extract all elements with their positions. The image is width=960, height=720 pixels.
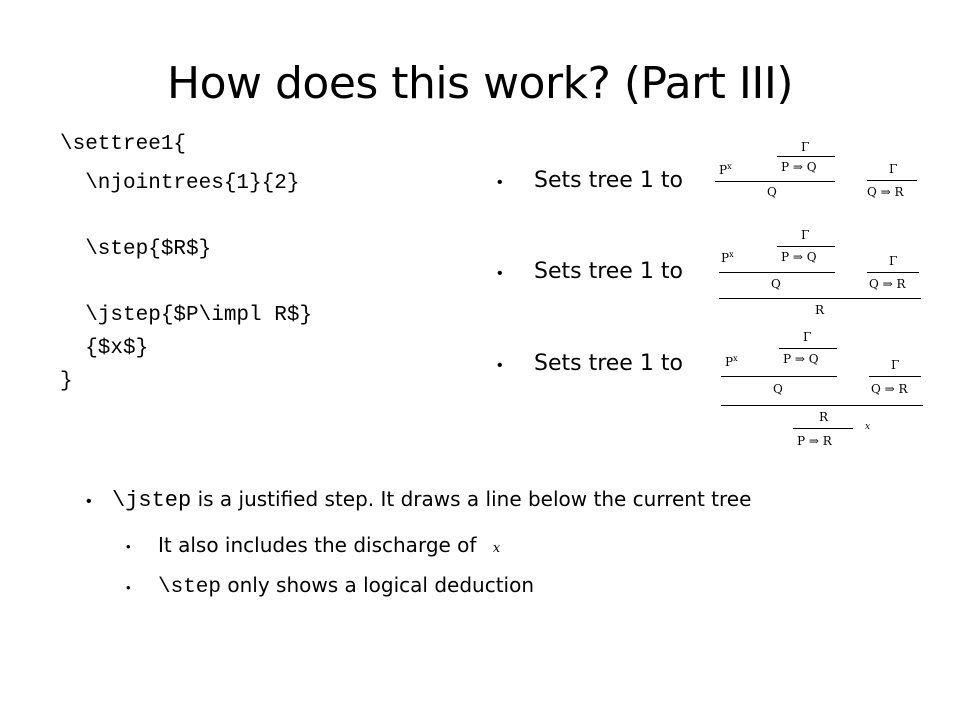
formula: Q: [771, 277, 781, 291]
assumption-p: Px: [725, 354, 738, 369]
proof-tree-2: Γ P ⇒ Q Px Q Γ Q ⇒ R R: [715, 228, 945, 323]
formula: P ⇒ R: [797, 434, 832, 448]
proof-tree-3: Γ P ⇒ Q Px Q Γ Q ⇒ R R P ⇒ R x: [715, 330, 945, 460]
code-block: \settree1{ \njointrees{1}{2} \step{$R$} …: [60, 132, 312, 402]
formula: Q ⇒ R: [871, 382, 908, 396]
formula: Q ⇒ R: [867, 185, 904, 199]
discharge-label: x: [865, 422, 871, 432]
gamma-symbol: Γ: [801, 228, 810, 242]
discharge-bullet: It also includes the discharge of x: [158, 533, 500, 557]
step-bullet: \step only shows a logical deduction: [158, 573, 534, 599]
sets-tree-bullet: Sets tree 1 to: [534, 168, 683, 193]
formula: P ⇒ Q: [781, 160, 817, 174]
bullet-text: It also includes the discharge of: [158, 533, 477, 557]
proof-tree-1: Γ P ⇒ Q Px Q Γ Q ⇒ R: [715, 140, 945, 210]
bullet-text: only shows a logical deduction: [221, 573, 535, 597]
code-line: }: [60, 370, 73, 393]
formula: P ⇒ Q: [781, 250, 817, 264]
bullet-dot: •: [497, 357, 503, 374]
code-line: [60, 276, 312, 303]
gamma-symbol: Γ: [889, 254, 898, 268]
formula: Q: [773, 382, 783, 396]
code-line: \settree1{: [60, 133, 187, 156]
sets-tree-bullet: Sets tree 1 to: [534, 259, 683, 284]
bullet-dot: •: [126, 580, 131, 595]
code-line: \jstep{$P\impl R$}: [60, 304, 313, 327]
code-line: \step{$R$}: [60, 238, 212, 261]
bullet-dot: •: [497, 174, 503, 191]
code-token: \jstep: [112, 488, 192, 513]
discharge-symbol: x: [492, 541, 501, 556]
code-line: \njointrees{1}{2}: [60, 172, 300, 195]
gamma-symbol: Γ: [803, 330, 812, 344]
bullet-dot: •: [126, 539, 131, 554]
formula: R: [815, 303, 825, 317]
formula: P ⇒ Q: [783, 352, 819, 366]
bullet-text: is a justified step. It draws a line bel…: [191, 487, 752, 511]
code-token: \step: [158, 576, 222, 599]
jstep-bullet: \jstep is a justified step. It draws a l…: [112, 487, 751, 513]
sets-tree-bullet: Sets tree 1 to: [534, 351, 683, 376]
bullet-dot: •: [497, 265, 503, 282]
code-line: [60, 210, 312, 237]
formula: Q ⇒ R: [869, 277, 906, 291]
slide-title: How does this work? (Part III): [166, 58, 794, 109]
formula: Q: [767, 185, 777, 199]
formula: R: [819, 410, 829, 424]
bullet-dot: •: [86, 493, 92, 510]
gamma-symbol: Γ: [801, 140, 810, 154]
gamma-symbol: Γ: [891, 358, 900, 372]
gamma-symbol: Γ: [889, 162, 898, 176]
assumption-p: Px: [719, 162, 732, 177]
assumption-p: Px: [721, 250, 734, 265]
code-line: {$x$}: [60, 337, 149, 360]
